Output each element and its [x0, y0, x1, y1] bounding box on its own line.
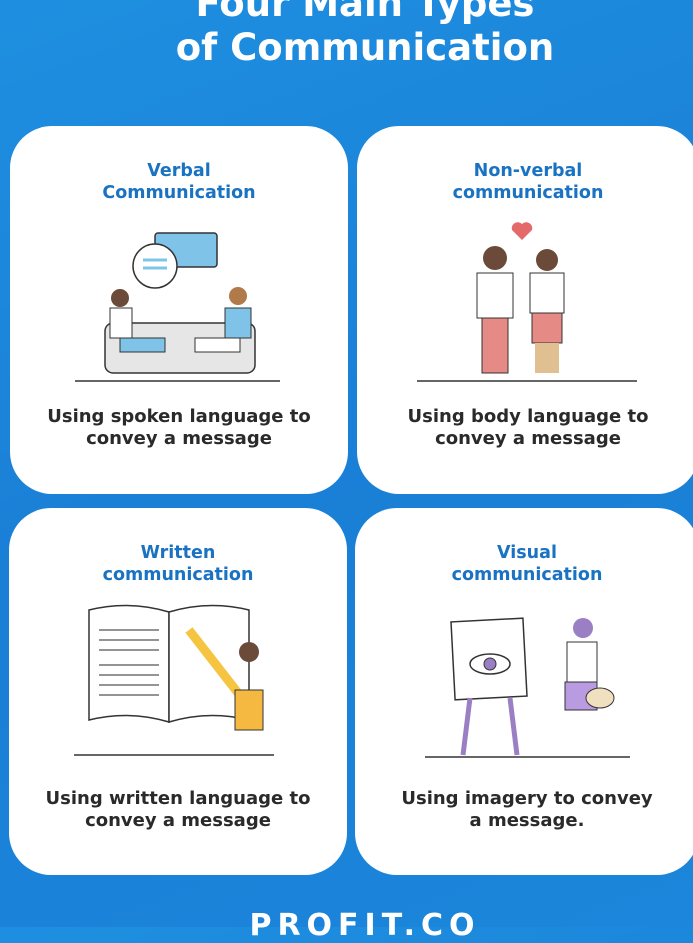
people-talking-on-sofa-icon — [75, 232, 280, 382]
person-writing-in-book-icon — [74, 604, 274, 756]
title-line-2: of Communication — [175, 26, 555, 69]
couple-with-hearts-icon — [417, 222, 637, 382]
page-title: Four Main Types of Communication — [0, 0, 693, 70]
brand-logo: PROFIT.CO — [249, 908, 481, 943]
title-line-1: Four Main Types — [195, 0, 535, 25]
painter-at-easel-icon — [425, 617, 630, 758]
